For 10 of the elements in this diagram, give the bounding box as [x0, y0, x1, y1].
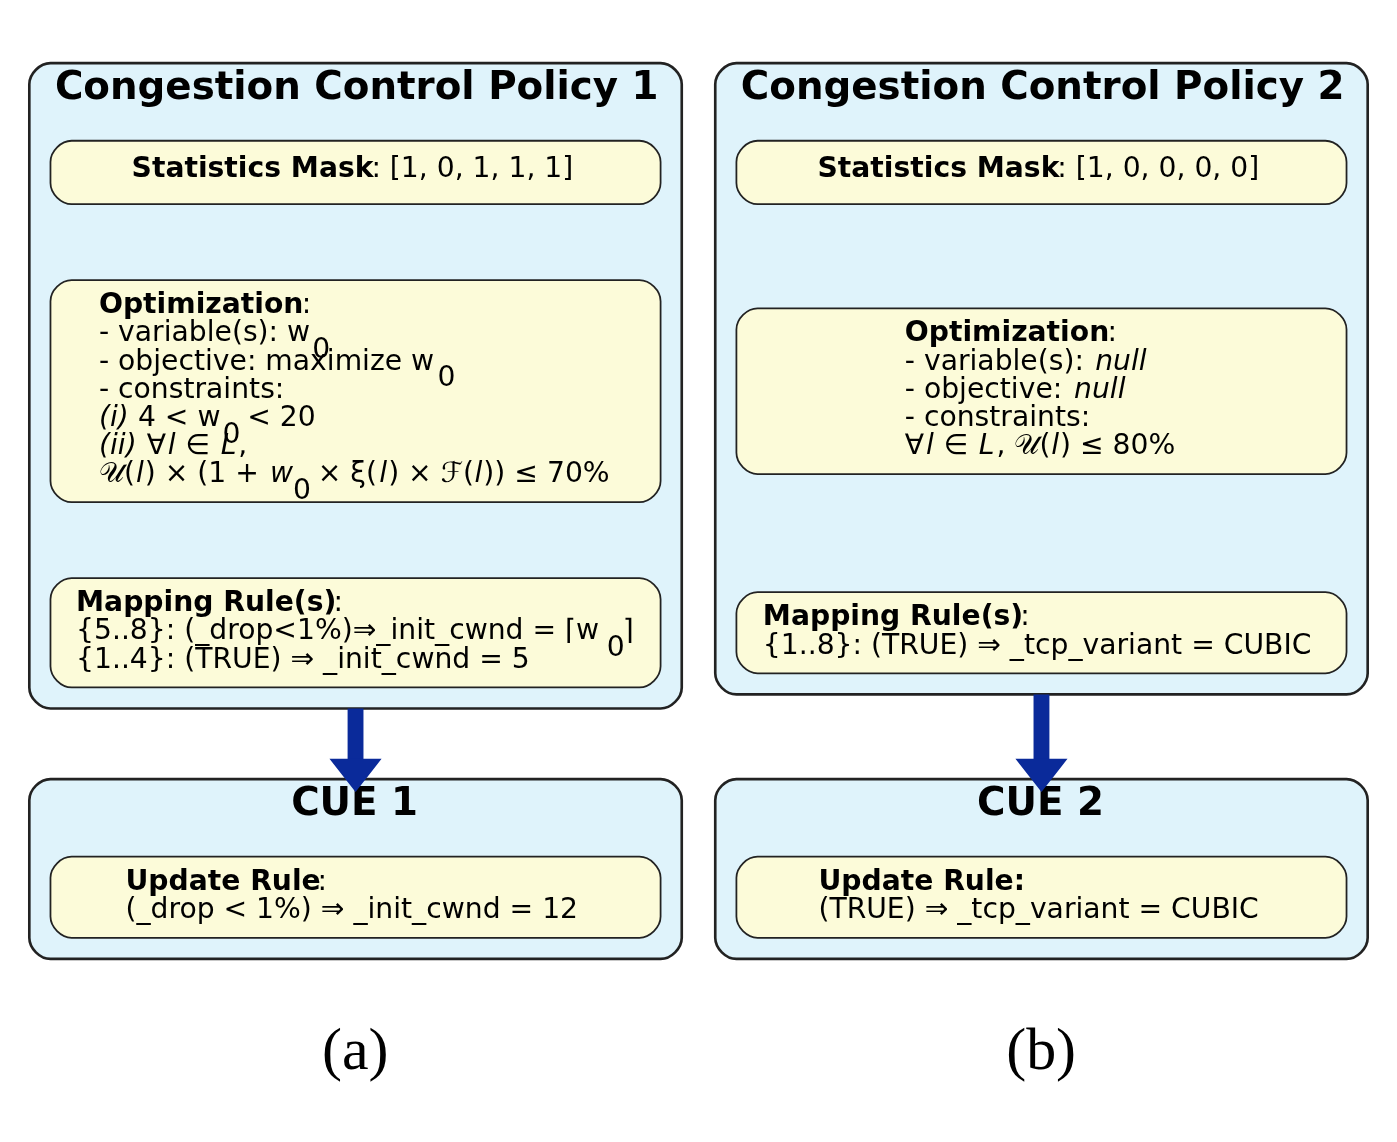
arrow — [1015, 694, 1068, 792]
arrow — [329, 708, 382, 792]
node-box: Optimization: - variable(s): null - objective: null - constraints: ∀l ∈ L, 𝒰(l) ≤ 80% — [735, 307, 1348, 475]
label: (b) — [1006, 1015, 1077, 1082]
node-box: Statistics Mask: [1, 0, 1, 1, 1] — [49, 139, 662, 206]
node-box: Mapping Rule(s): {1..8}: (TRUE) ⇒ _tcp_variant = CUBIC — [735, 591, 1348, 675]
node-box: Statistics Mask: [1, 0, 0, 0, 0] — [735, 139, 1348, 206]
node-box: Update Rule: (TRUE) ⇒ _tcp_variant = CUBIC — [735, 855, 1348, 939]
node-box: Update Rule: (_drop < 1%) ⇒ _init_cwnd = 12 — [49, 855, 662, 939]
label: (a) — [322, 1015, 389, 1082]
